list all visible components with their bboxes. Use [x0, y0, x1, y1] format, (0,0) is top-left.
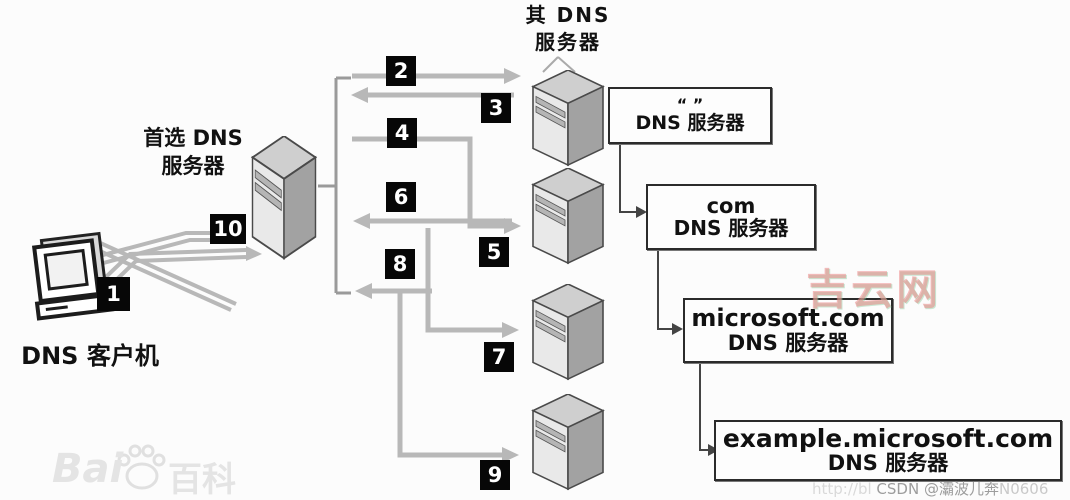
csdn-watermark-suffix: N0606: [998, 480, 1049, 498]
preferred-label-line2: 服务器: [161, 154, 225, 179]
microsoft-dns-server-box: microsoft.com DNS 服务器: [683, 298, 893, 363]
jiyunwang-watermark: 吉云网: [806, 265, 942, 314]
step-badge-4: 4: [387, 118, 417, 148]
preferred-dns-server-icon: [251, 136, 317, 260]
other-dns-server-icon-2: [532, 168, 604, 264]
other-dns-server-icon-3: [532, 284, 604, 380]
others-label-line2: 服务器: [535, 30, 601, 54]
box-connectors: [619, 141, 708, 451]
step-badge-8: 8: [385, 249, 415, 279]
csdn-watermark: http://bl CSDN @灞波儿奔N0606: [812, 478, 1048, 499]
com-box-subtitle: DNS 服务器: [673, 216, 789, 241]
microsoft-box-subtitle: DNS 服务器: [727, 330, 849, 355]
dns-client-label: DNS 客户机: [21, 342, 159, 370]
example-box-title: example.microsoft.com: [722, 423, 1054, 453]
step-badge-6: 6: [386, 182, 416, 212]
step-badge-10: 10: [210, 214, 246, 244]
others-label-line1: 其 DNS: [525, 3, 611, 27]
query-arrowheads: [351, 68, 521, 463]
example-microsoft-dns-server-box: example.microsoft.com DNS 服务器: [714, 420, 1062, 481]
bracket: [318, 76, 351, 295]
csdn-watermark-prefix: http://bl: [812, 480, 877, 498]
other-dns-server-icon-4: [532, 394, 604, 490]
step-badge-7: 7: [484, 342, 514, 372]
step-badge-3: 3: [481, 93, 511, 123]
root-box-title: “ ”: [676, 94, 704, 114]
label-branch-lines: [542, 56, 576, 73]
preferred-label-line1: 首选 DNS: [143, 126, 243, 150]
preferred-dns-server-label: 首选 DNS 服务器: [128, 124, 258, 181]
root-dns-server-box: “ ” DNS 服务器: [608, 87, 772, 144]
com-dns-server-box: com DNS 服务器: [646, 184, 816, 250]
com-box-title: com: [706, 193, 756, 218]
baidu-watermark-text2: 百科: [168, 460, 236, 500]
other-dns-servers-label: 其 DNS 服务器: [488, 2, 648, 56]
baidu-watermark-text: Bai: [52, 446, 124, 492]
step-badge-1: 1: [97, 277, 130, 311]
csdn-watermark-main: CSDN @灞波儿奔: [876, 480, 999, 498]
step-badge-5: 5: [479, 237, 509, 267]
example-box-subtitle: DNS 服务器: [827, 451, 949, 476]
step-badge-9: 9: [480, 460, 510, 490]
step-badge-2: 2: [386, 56, 416, 86]
microsoft-box-title: microsoft.com: [691, 304, 885, 333]
root-box-subtitle: DNS 服务器: [635, 112, 745, 135]
other-dns-server-icon-1: [532, 70, 604, 166]
baidu-paw-icon: [117, 444, 166, 490]
box-connector-arrowheads: [636, 206, 719, 456]
